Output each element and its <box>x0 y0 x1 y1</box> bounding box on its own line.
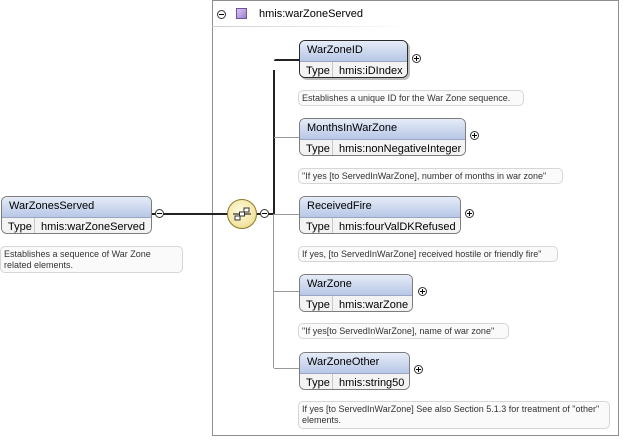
expand-monthsinwarzone-icon[interactable] <box>470 131 479 140</box>
element-annotation-warzone: "If yes[to ServedInWarZone], name of war… <box>298 323 509 339</box>
element-type: hmis:warZone <box>339 299 409 311</box>
root-element-type-row: Type hmis:warZoneServed <box>2 218 151 233</box>
branch-line-required <box>273 70 275 214</box>
element-type: hmis:string50 <box>339 377 405 389</box>
expand-warzone-icon[interactable] <box>418 287 427 296</box>
collapse-complex-type-icon[interactable] <box>217 10 226 19</box>
element-type-row: Type hmis:nonNegativeInteger <box>300 140 465 155</box>
element-box-warzone[interactable]: WarZone Type hmis:warZone <box>299 274 413 312</box>
complex-type-name: hmis:warZoneServed <box>259 8 363 20</box>
element-name: MonthsInWarZone <box>300 119 465 140</box>
element-type-row: Type hmis:fourValDKRefused <box>300 218 460 233</box>
expand-warzoneother-icon[interactable] <box>414 365 423 374</box>
element-box-monthsinwarzone[interactable]: MonthsInWarZone Type hmis:nonNegativeInt… <box>299 118 466 156</box>
element-type-row: Type hmis:warZone <box>300 296 412 311</box>
root-element-name: WarZonesServed <box>2 197 151 218</box>
element-annotation-receivedfire: If yes, [to ServedInWarZone] received ho… <box>298 246 558 262</box>
branch-line-optional <box>273 214 274 368</box>
element-name: WarZoneOther <box>300 353 409 374</box>
sequence-compositor-icon[interactable] <box>227 199 257 229</box>
element-name: WarZone <box>300 275 412 296</box>
element-box-warzoneother[interactable]: WarZoneOther Type hmis:string50 <box>299 352 410 390</box>
root-element-box[interactable]: WarZonesServed Type hmis:warZoneServed <box>1 196 152 234</box>
element-name: ReceivedFire <box>300 197 460 218</box>
element-box-receivedfire[interactable]: ReceivedFire Type hmis:fourValDKRefused <box>299 196 461 234</box>
expand-receivedfire-icon[interactable] <box>465 209 474 218</box>
type-label: Type <box>300 296 333 311</box>
type-label: Type <box>300 218 333 233</box>
expand-warzoneid-icon[interactable] <box>412 54 421 63</box>
branch-to-monthsinwarzone <box>274 137 299 138</box>
element-annotation-warzoneid: Establishes a unique ID for the War Zone… <box>298 90 524 106</box>
type-label: Type <box>300 374 333 389</box>
panel-header-divider <box>212 26 412 27</box>
branch-to-warzoneother <box>274 368 299 369</box>
element-type-row: Type hmis:string50 <box>300 374 409 389</box>
branch-to-warzone <box>274 291 299 292</box>
root-connector-line <box>152 213 228 215</box>
collapse-root-icon[interactable] <box>155 209 164 218</box>
element-annotation-monthsinwarzone: "If yes [to ServedInWarZone], number of … <box>298 168 563 184</box>
branch-to-receivedfire <box>274 214 299 215</box>
branch-to-warzoneid <box>274 59 299 61</box>
root-element-type: hmis:warZoneServed <box>41 221 145 233</box>
type-label: Type <box>2 218 35 233</box>
element-type-row: Type hmis:iDIndex <box>300 62 407 77</box>
complex-type-icon <box>236 8 247 19</box>
element-type: hmis:iDIndex <box>339 65 403 77</box>
element-type: hmis:fourValDKRefused <box>339 221 456 233</box>
element-box-warzoneid[interactable]: WarZoneID Type hmis:iDIndex <box>299 40 408 78</box>
element-name: WarZoneID <box>300 41 407 62</box>
element-type: hmis:nonNegativeInteger <box>339 143 462 155</box>
root-element-annotation: Establishes a sequence of War Zone relat… <box>0 246 183 273</box>
collapse-sequence-icon[interactable] <box>260 209 269 218</box>
type-label: Type <box>300 62 333 77</box>
type-label: Type <box>300 140 333 155</box>
element-annotation-warzoneother: If yes [to ServedInWarZone] See also Sec… <box>298 401 610 429</box>
